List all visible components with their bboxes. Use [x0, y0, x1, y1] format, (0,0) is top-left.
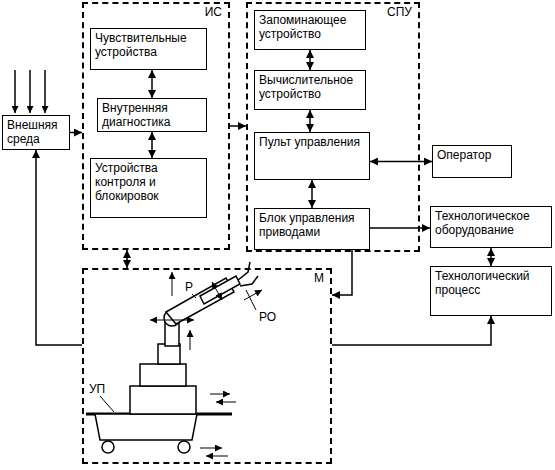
- block-label: Пульт управления: [259, 135, 365, 149]
- block-label: Запоминающее устройство: [259, 13, 361, 41]
- block-box: Устройства контроля и блокировок: [90, 158, 207, 218]
- drawing-stroke: [238, 262, 258, 286]
- drawing-stroke: [212, 282, 222, 300]
- drawing-stroke: [200, 448, 222, 449]
- signal-arrow: [311, 180, 313, 208]
- block-box: Технологическое оборудование: [430, 206, 552, 248]
- group-label: СПУ: [386, 5, 413, 19]
- block-box: Запоминающее устройство: [254, 10, 366, 50]
- signal-arrow: [309, 50, 311, 70]
- drawing-stroke: [246, 290, 256, 310]
- signal-arrow: [126, 250, 128, 268]
- signal-arrow: [370, 161, 432, 163]
- drawing-stroke: [178, 441, 190, 453]
- part-label: УП: [88, 382, 106, 396]
- drawing-stroke: [216, 402, 236, 403]
- block-label: Внешняя среда: [7, 118, 65, 146]
- block-label: Вычислительное устройство: [259, 73, 361, 101]
- group-label: ИС: [204, 5, 223, 19]
- subsystem-group: ИСЧувствительные устройстваВнутренняя ди…: [82, 2, 230, 250]
- drawing-stroke: [200, 276, 240, 304]
- block-box: Оператор: [432, 145, 512, 178]
- subsystem-group: СПУ Запоминающее устройствоВычислительное…: [246, 2, 420, 252]
- drawing-stroke: [29, 70, 31, 113]
- drawing-stroke: [130, 386, 196, 414]
- block-box: Блок управления приводами: [254, 208, 370, 250]
- block-label: Оператор: [437, 148, 507, 162]
- signal-arrow: [309, 110, 311, 132]
- signal-arrow: [36, 150, 82, 345]
- block-box: Внешняя среда: [2, 115, 70, 150]
- part-label: Р: [184, 280, 194, 294]
- signal-arrow: [230, 125, 246, 127]
- drawing-stroke: [44, 70, 46, 113]
- drawing-stroke: [14, 70, 16, 113]
- drawing-stroke: [190, 330, 191, 350]
- signal-arrow: [332, 316, 491, 345]
- signal-arrow: [332, 250, 352, 295]
- block-label: Технологический процесс: [435, 269, 547, 297]
- part-label: РО: [258, 310, 277, 324]
- drawing-stroke: [150, 320, 194, 321]
- block-label: Блок управления приводами: [259, 211, 365, 239]
- block-box: Пульт управления: [254, 132, 370, 180]
- block-box: Технологический процесс: [430, 266, 552, 316]
- drawing-stroke: [210, 394, 230, 395]
- drawing-stroke: [102, 441, 114, 453]
- block-box: Вычислительное устройство: [254, 70, 366, 110]
- signal-arrow: [70, 132, 82, 134]
- signal-arrow: [151, 132, 153, 158]
- drawing-stroke: [100, 396, 114, 412]
- drawing-stroke: [206, 456, 228, 457]
- block-box: Чувствительные устройства: [90, 28, 207, 70]
- drawing-stroke: [95, 414, 197, 440]
- drawing-stroke: [172, 272, 173, 296]
- drawing-stroke: [158, 344, 180, 364]
- subsystem-group: М: [82, 268, 332, 464]
- block-label: Чувствительные устройства: [95, 31, 202, 59]
- signal-arrow: [151, 70, 153, 98]
- block-box: Внутренняя диагностика: [97, 98, 207, 132]
- group-label: М: [313, 271, 325, 285]
- block-label: Устройства контроля и блокировок: [95, 161, 202, 203]
- block-label: Технологическое оборудование: [435, 209, 547, 237]
- drawing-stroke: [140, 364, 186, 386]
- signal-arrow: [490, 248, 492, 266]
- block-label: Внутренняя диагностика: [102, 101, 202, 129]
- signal-arrow: [370, 227, 430, 229]
